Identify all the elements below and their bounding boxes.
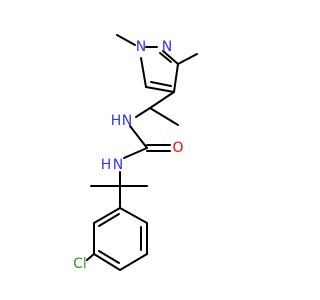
atom-label-h-nh1: H (111, 113, 122, 129)
atom-label-cl: Cl (73, 256, 87, 272)
bond-ring-3 (119, 253, 148, 271)
bond-c4-ch (149, 91, 175, 109)
bond-c3-n2-inner (159, 52, 172, 63)
atom-label-n-nh2: N (113, 157, 123, 173)
bond-c3-methyl (177, 53, 198, 65)
atom-label-n-nh1: N (122, 113, 132, 129)
molecule-canvas: N N H N H N O Cl (73, 34, 198, 272)
bond-ring-cl (86, 253, 95, 261)
atom-labels: N N H N H N O Cl (73, 39, 183, 272)
bond-n1-c5 (140, 57, 147, 88)
bonds (86, 34, 198, 271)
bond-ring-4 (93, 253, 121, 271)
bond-carbonyl-nh2 (123, 147, 148, 159)
bond-ring-6-inner (98, 213, 120, 227)
bond-n1-methyl (116, 34, 136, 46)
atom-label-o: O (172, 140, 183, 156)
atom-label-h-nh2: H (101, 157, 112, 173)
bond-c5-c4 (145, 86, 175, 93)
bond-ch-nh (135, 107, 151, 118)
molecule-structure: N N H N H N O Cl (73, 34, 198, 272)
bond-c5-c4-inner (150, 81, 172, 87)
bond-ring-6 (93, 207, 121, 224)
atom-label-n2: N (162, 39, 172, 55)
atom-label-n1: N (136, 39, 146, 55)
bond-nh-carbonyl (129, 125, 148, 149)
bond-c4-c3 (173, 63, 179, 93)
bond-ring-4-inner (98, 250, 120, 264)
bond-ch-methyl (149, 107, 179, 126)
bond-c3-n2 (162, 50, 179, 65)
bond-ring-1 (119, 207, 148, 224)
